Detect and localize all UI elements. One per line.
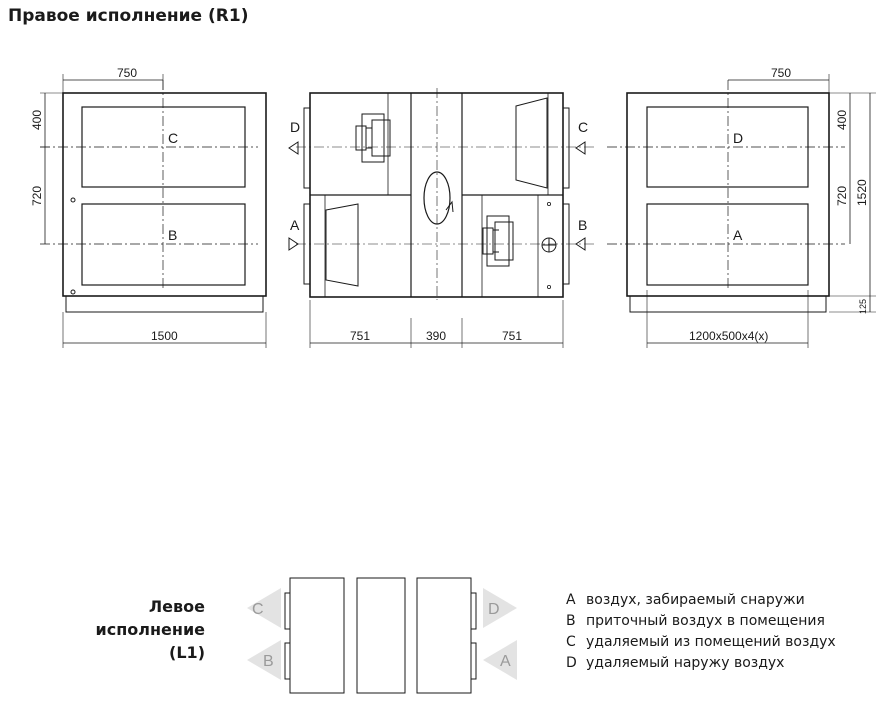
arrow-b-left — [247, 640, 281, 680]
filter-left — [325, 203, 359, 287]
left-version-title-line: Левое — [148, 597, 205, 616]
legend-text: приточный воздух в помещения — [586, 613, 825, 629]
arrow-a-side — [288, 237, 299, 251]
left-label-b: B — [263, 653, 274, 670]
arrow-c-left — [247, 588, 281, 628]
legend-key: A — [566, 592, 576, 608]
front-screw-lower — [70, 289, 76, 295]
rear-dim-125: 125 — [858, 299, 868, 314]
rear-dim-720: 720 — [835, 186, 849, 206]
rear-dim-400: 400 — [835, 110, 849, 130]
side-view — [288, 88, 596, 348]
left-version-title-line: исполнение — [95, 620, 205, 639]
arrow-c-side — [575, 141, 586, 155]
arrow-d-left — [483, 588, 517, 628]
front-view — [40, 74, 267, 348]
front-dim-400: 400 — [30, 110, 44, 130]
side-dim-390: 390 — [426, 329, 446, 343]
rear-label-a: A — [733, 227, 743, 243]
front-housing — [62, 92, 267, 297]
front-screw-upper — [70, 197, 76, 203]
front-label-b: B — [168, 227, 177, 243]
side-label-d: D — [290, 119, 300, 135]
left-label-d: D — [488, 601, 500, 618]
side-label-b: B — [578, 217, 587, 233]
front-panel-lower — [81, 203, 246, 286]
left-label-c: C — [252, 601, 264, 618]
left-version-schematic — [284, 577, 477, 694]
left-version-title: Левое исполнение (L1) — [60, 595, 205, 664]
rear-dim-filter: 1200x500x4(x) — [689, 329, 768, 343]
legend-key: D — [566, 655, 577, 671]
front-dim-750: 750 — [117, 66, 137, 80]
side-label-c: C — [578, 119, 588, 135]
arrow-d-side — [288, 141, 299, 155]
side-label-a: A — [290, 217, 300, 233]
fan-lower — [482, 215, 514, 267]
filter-right — [515, 97, 548, 189]
rear-dim-1520: 1520 — [855, 179, 869, 206]
left-version-title-line: (L1) — [169, 643, 205, 662]
left-version-arrows — [247, 588, 517, 680]
legend-key: C — [566, 634, 576, 650]
legend-text: воздух, забираемый снаружи — [586, 592, 805, 608]
front-base — [65, 295, 264, 313]
front-dim-720: 720 — [30, 186, 44, 206]
side-dim-751-right: 751 — [502, 329, 522, 343]
legend-text: удаляемый наружу воздух — [586, 655, 785, 671]
legend-key: B — [566, 613, 576, 629]
rear-label-d: D — [733, 130, 743, 146]
page-title: Правое исполнение (R1) — [8, 6, 249, 26]
rear-view — [607, 74, 876, 348]
legend-text: удаляемый из помещений воздух — [586, 634, 836, 650]
fan-upper — [355, 113, 391, 163]
left-label-a: A — [500, 653, 511, 670]
rear-dim-750: 750 — [771, 66, 791, 80]
front-dim-1500: 1500 — [151, 329, 178, 343]
front-label-c: C — [168, 130, 178, 146]
side-dim-751-left: 751 — [350, 329, 370, 343]
arrow-a-left — [483, 640, 517, 680]
